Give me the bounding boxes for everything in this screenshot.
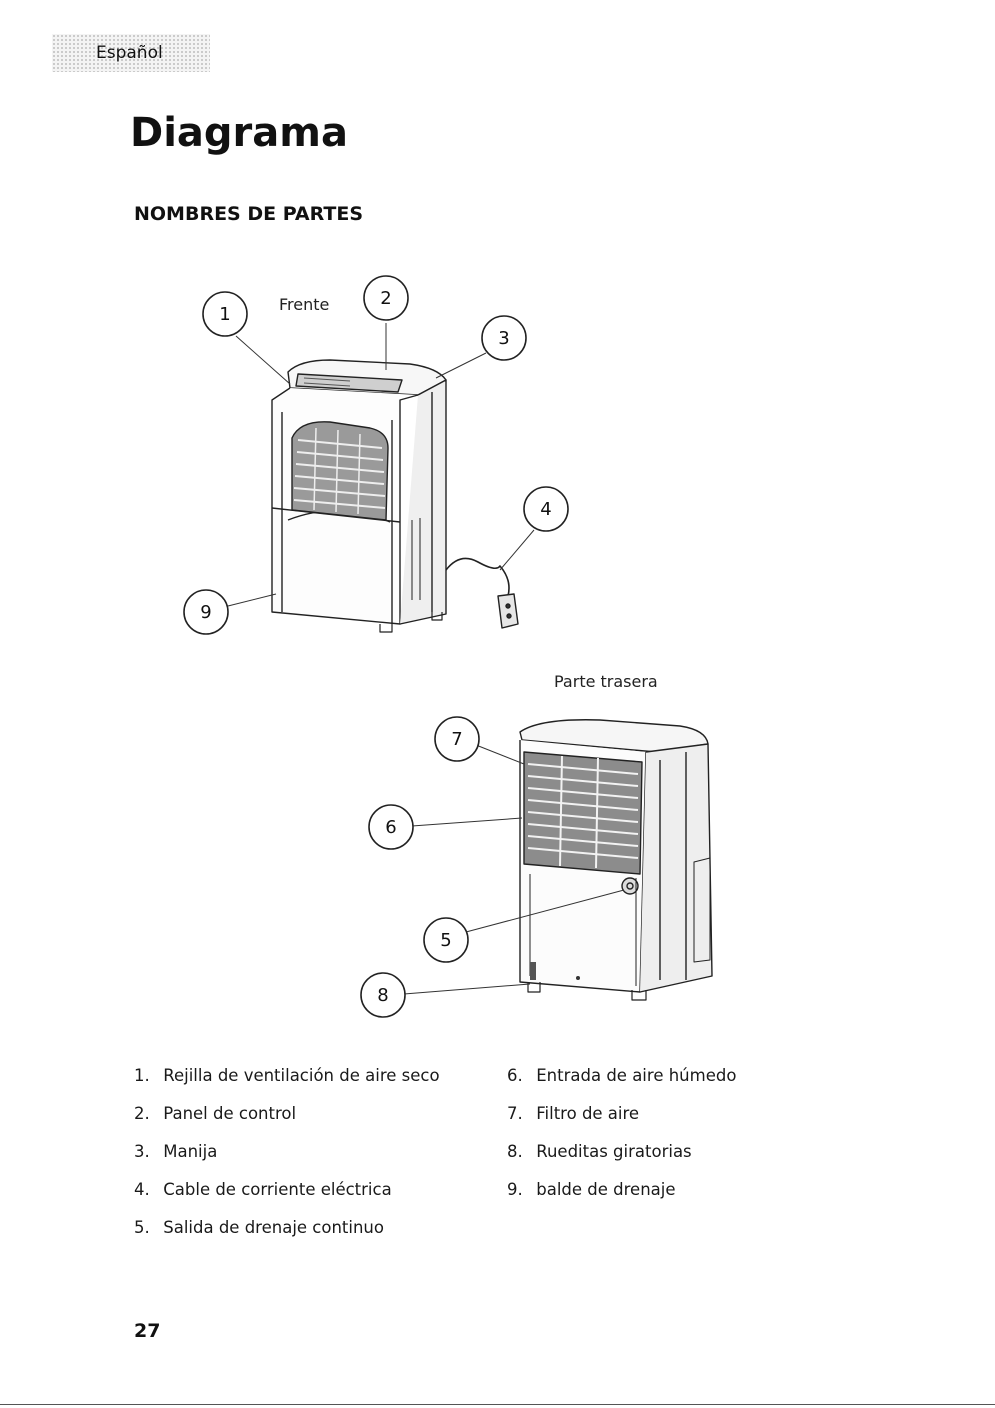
list-item-number: 1. xyxy=(134,1065,158,1087)
list-item-label: Salida de drenaje continuo xyxy=(163,1218,384,1237)
callout-number-8: 8 xyxy=(377,985,388,1006)
list-item: 6. Entrada de aire húmedo xyxy=(507,1065,736,1103)
list-item-label: Filtro de aire xyxy=(536,1104,639,1123)
list-item: 3. Manija xyxy=(134,1141,440,1179)
list-item: 9. balde de drenaje xyxy=(507,1179,736,1217)
list-item-label: Entrada de aire húmedo xyxy=(536,1066,736,1085)
list-item-number: 6. xyxy=(507,1065,531,1087)
list-item-number: 9. xyxy=(507,1179,531,1201)
callout-number-3: 3 xyxy=(498,328,509,349)
callout-number-4: 4 xyxy=(540,499,551,520)
callout-number-5: 5 xyxy=(440,930,451,951)
list-item-label: Cable de corriente eléctrica xyxy=(163,1180,391,1199)
page-number: 27 xyxy=(134,1320,160,1342)
parts-list-right: 6. Entrada de aire húmedo 7. Filtro de a… xyxy=(507,1065,736,1217)
list-item: 8. Rueditas giratorias xyxy=(507,1141,736,1179)
parts-list-left: 1. Rejilla de ventilación de aire seco 2… xyxy=(134,1065,440,1255)
list-item-label: balde de drenaje xyxy=(536,1180,675,1199)
list-item-label: Rejilla de ventilación de aire seco xyxy=(163,1066,439,1085)
callout-number-1: 1 xyxy=(219,304,230,325)
list-item-label: Manija xyxy=(163,1142,217,1161)
front-label: Frente xyxy=(279,295,329,314)
rear-label: Parte trasera xyxy=(554,672,658,691)
list-item-number: 7. xyxy=(507,1103,531,1125)
callout-number-7: 7 xyxy=(451,729,462,750)
list-item: 1. Rejilla de ventilación de aire seco xyxy=(134,1065,440,1103)
list-item-label: Rueditas giratorias xyxy=(536,1142,691,1161)
list-item-number: 3. xyxy=(134,1141,158,1163)
callout-number-6: 6 xyxy=(385,817,396,838)
bottom-divider xyxy=(0,1404,995,1405)
list-item-number: 4. xyxy=(134,1179,158,1201)
callout-number-2: 2 xyxy=(380,288,391,309)
front-unit-drawing xyxy=(272,360,518,632)
list-item-number: 2. xyxy=(134,1103,158,1125)
list-item: 5. Salida de drenaje continuo xyxy=(134,1217,440,1255)
callout-number-9: 9 xyxy=(200,602,211,623)
list-item-number: 8. xyxy=(507,1141,531,1163)
list-item-number: 5. xyxy=(134,1217,158,1239)
list-item-label: Panel de control xyxy=(163,1104,296,1123)
rear-unit-drawing xyxy=(520,720,712,1000)
list-item: 2. Panel de control xyxy=(134,1103,440,1141)
list-item: 7. Filtro de aire xyxy=(507,1103,736,1141)
list-item: 4. Cable de corriente eléctrica xyxy=(134,1179,440,1217)
